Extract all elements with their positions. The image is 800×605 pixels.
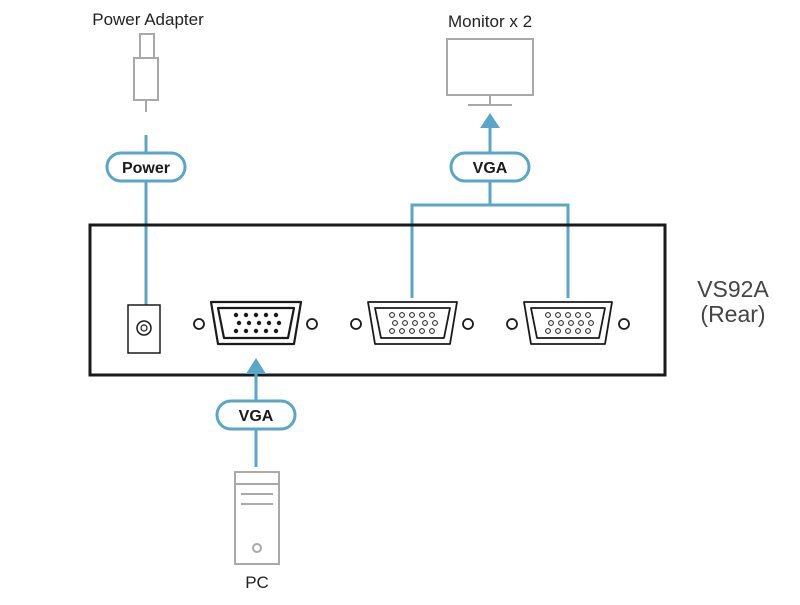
vga-pin <box>558 320 564 326</box>
vga-pin <box>246 320 252 326</box>
vga-pin <box>233 328 239 334</box>
vga-pin <box>253 328 259 334</box>
vga-pill-input-label: VGA <box>239 408 274 425</box>
vga-pin <box>256 320 262 326</box>
vga-output-2-pins <box>545 312 594 334</box>
dc-power-jack-icon <box>127 304 161 354</box>
arrow-to-monitor <box>480 113 500 128</box>
vga-pin <box>555 328 561 334</box>
vga-pin <box>588 320 594 326</box>
vga-pin <box>399 328 405 334</box>
vga-pin <box>263 328 269 334</box>
vga-pin <box>243 312 249 318</box>
vga-pin <box>273 312 279 318</box>
power-adapter-icon <box>133 33 159 112</box>
monitor-label: Monitor x 2 <box>448 12 532 31</box>
vga-input-pins <box>233 312 282 334</box>
vga-pin <box>273 328 279 334</box>
vga-pin <box>266 320 272 326</box>
vga-pin <box>263 312 269 318</box>
vga-pin <box>565 312 571 318</box>
monitor-icon <box>446 38 534 106</box>
vga-pin <box>409 328 415 334</box>
pc-tower-icon <box>234 471 280 565</box>
vga-pin <box>236 320 242 326</box>
model-view: (Rear) <box>700 301 765 327</box>
vga-pin <box>585 312 591 318</box>
vga-pin <box>253 312 259 318</box>
vga-pin <box>392 320 398 326</box>
pc-label: PC <box>245 573 269 592</box>
power-pill-label: Power <box>122 160 170 177</box>
vga-pin <box>399 312 405 318</box>
vga-pin <box>432 320 438 326</box>
vga-pin <box>419 312 425 318</box>
vga-pin <box>565 328 571 334</box>
vga-pin <box>545 312 551 318</box>
vga-pin <box>409 312 415 318</box>
power-pill: Power <box>105 151 187 183</box>
vga-pill-output-label: VGA <box>473 160 508 177</box>
vga-pin <box>412 320 418 326</box>
vga-pin <box>402 320 408 326</box>
vga-input-port <box>193 300 318 346</box>
vga-pin <box>389 312 395 318</box>
model-name: VS92A <box>697 276 769 302</box>
vga-pin <box>243 328 249 334</box>
vga-output-port-2 <box>506 301 630 345</box>
vga-pin <box>578 320 584 326</box>
vga-pin <box>419 328 425 334</box>
vga-pin <box>429 312 435 318</box>
vga-output-port-1 <box>350 301 474 345</box>
vga-pin <box>568 320 574 326</box>
vga-pin <box>585 328 591 334</box>
vga-pill-output: VGA <box>449 151 531 183</box>
vga-pin <box>575 328 581 334</box>
vga-pin <box>422 320 428 326</box>
vga-pin <box>545 328 551 334</box>
vga-pin <box>575 312 581 318</box>
power-adapter-label: Power Adapter <box>92 10 204 29</box>
vga-pin <box>276 320 282 326</box>
vga-pin <box>555 312 561 318</box>
vga-output-1-pins <box>389 312 438 334</box>
vga-pin <box>429 328 435 334</box>
vga-pin <box>233 312 239 318</box>
vga-pin <box>548 320 554 326</box>
vga-pill-input: VGA <box>215 399 297 431</box>
arrow-to-device <box>246 358 266 374</box>
device-rear-panel <box>88 223 667 377</box>
vga-pin <box>389 328 395 334</box>
